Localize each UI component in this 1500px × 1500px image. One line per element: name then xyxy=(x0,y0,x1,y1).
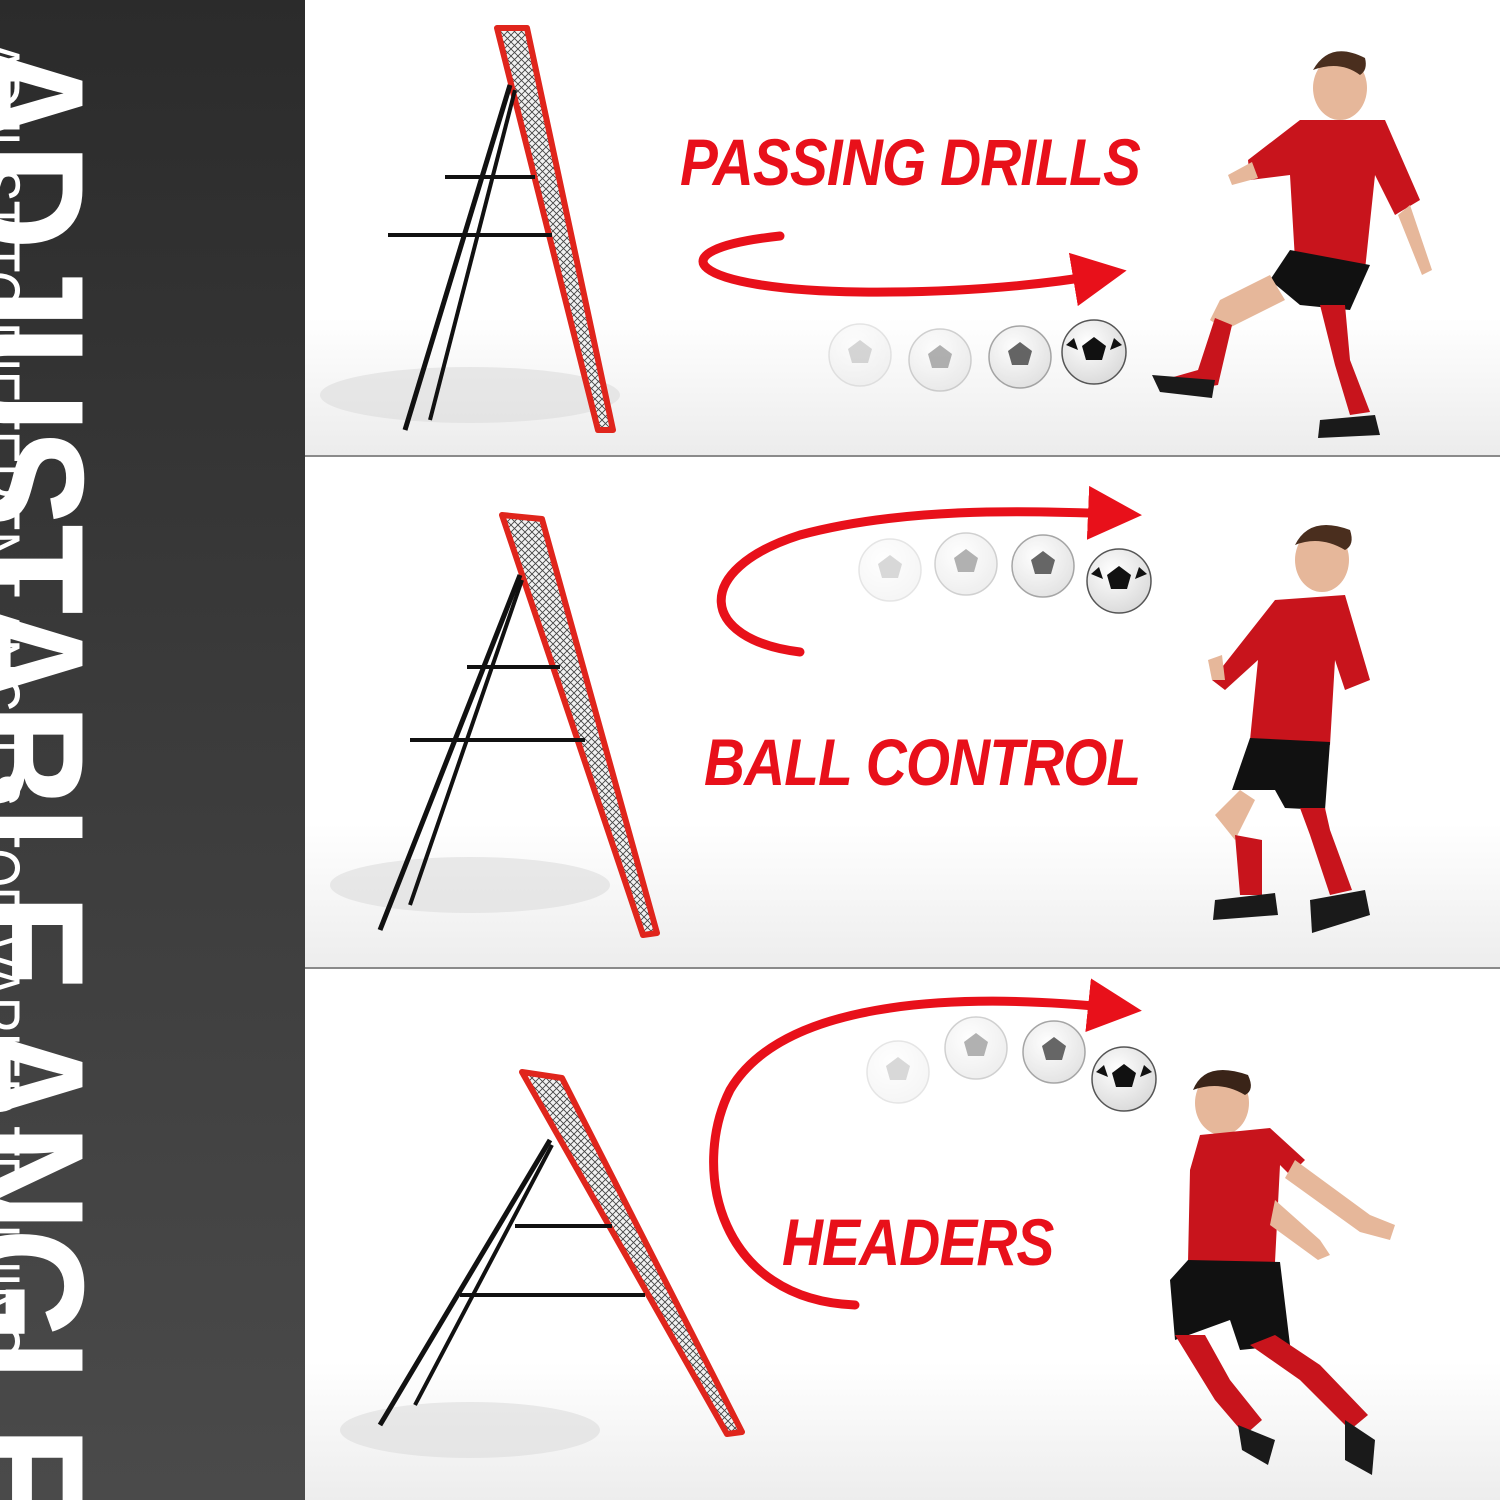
player-passing xyxy=(1152,51,1432,438)
soccer-balls-1 xyxy=(828,319,1127,392)
label-ball-control: BALL CONTROL xyxy=(704,725,1141,799)
label-passing-drills: PASSING DRILLS xyxy=(680,125,1141,199)
soccer-balls-3 xyxy=(866,1016,1157,1112)
rebounder-net-3 xyxy=(340,1069,745,1458)
rebounder-net-2 xyxy=(330,512,660,938)
label-headers: HEADERS xyxy=(782,1205,1054,1279)
rebounder-net-1 xyxy=(320,25,620,433)
arrow-1 xyxy=(698,231,1127,307)
panel-divider xyxy=(305,967,1500,969)
player-ball-control xyxy=(1208,525,1370,933)
sidebar-banner: ADJUSTABLE ANGLE ADJUST TO DIFFERENT ANG… xyxy=(0,0,305,1500)
arrow-3 xyxy=(709,978,1142,1310)
arrow-2 xyxy=(716,485,1142,657)
soccer-balls-2 xyxy=(858,532,1152,614)
panel-divider xyxy=(305,455,1500,457)
player-headers xyxy=(1170,1070,1395,1475)
